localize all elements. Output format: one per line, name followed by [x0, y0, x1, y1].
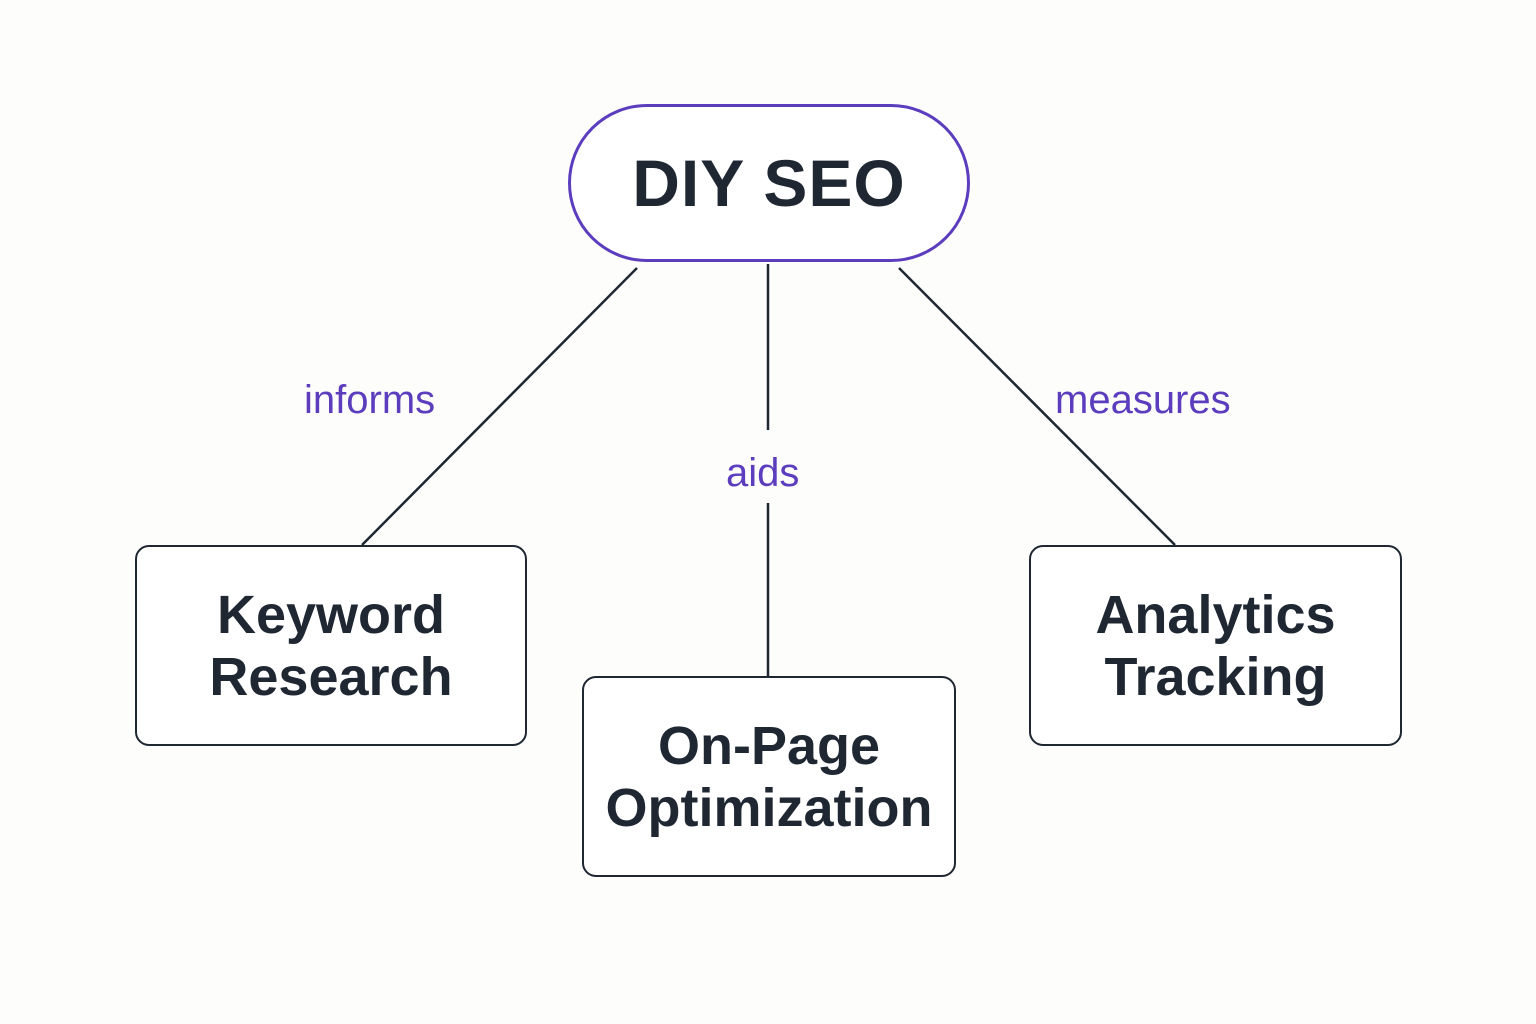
- child-node-label: On-Page Optimization: [605, 715, 933, 838]
- child-node-keyword-research: Keyword Research: [135, 545, 527, 746]
- child-node-label: Keyword Research: [209, 584, 453, 707]
- edge-label-informs: informs: [304, 378, 436, 422]
- child-node-on-page-optimization: On-Page Optimization: [582, 676, 956, 877]
- connector-measures: [898, 267, 1176, 546]
- root-node-label: DIY SEO: [632, 146, 906, 220]
- edge-label-aids: aids: [726, 451, 800, 495]
- connector-informs: [361, 267, 638, 546]
- child-node-analytics-tracking: Analytics Tracking: [1029, 545, 1402, 746]
- edge-label-measures: measures: [1055, 378, 1231, 422]
- child-node-label: Analytics Tracking: [1095, 584, 1336, 707]
- root-node: DIY SEO: [568, 104, 970, 262]
